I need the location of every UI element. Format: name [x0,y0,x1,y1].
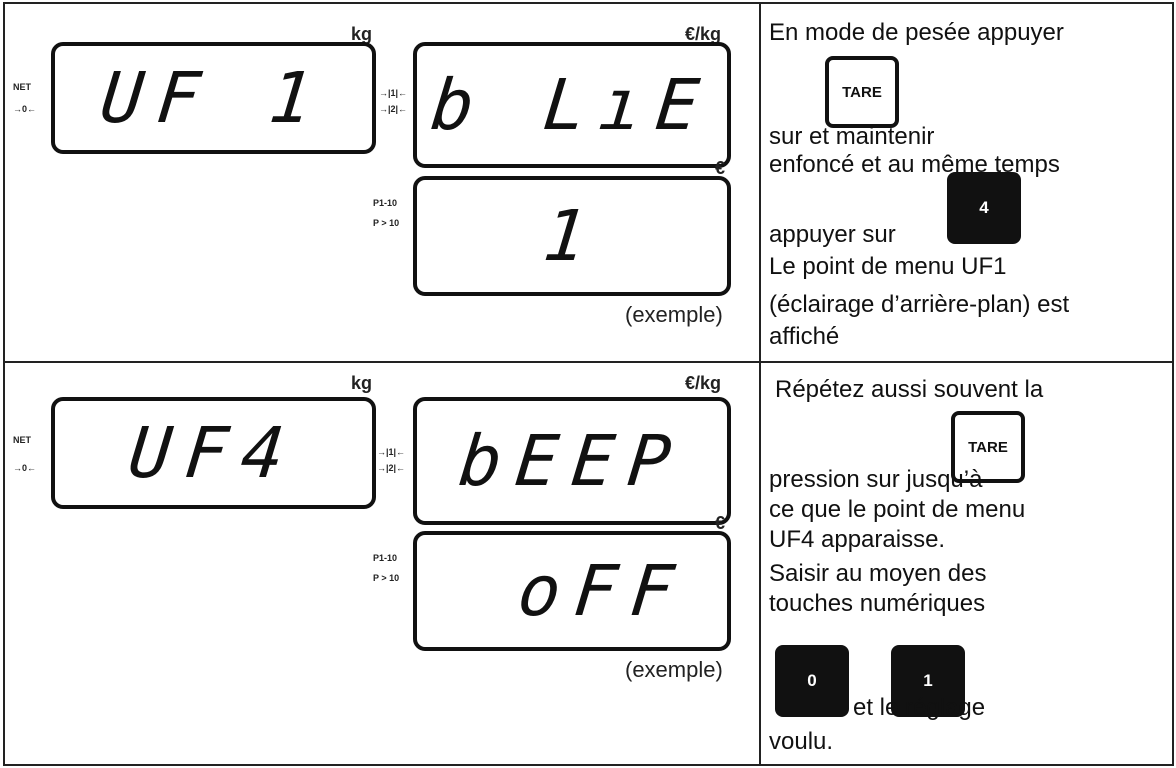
weight-value: UF4 [124,412,303,494]
price-value: bEEP [455,420,689,502]
price-value: b LıE [427,64,717,146]
instruction-line: appuyer sur [769,221,896,248]
instruction-line: ce que le point de menu [769,496,1026,523]
tare-key: TARE [825,56,899,128]
p10-label: P > 10 [373,218,400,228]
total-value: oFF [514,550,692,632]
instruction-line: voulu. [769,728,834,755]
zero-label: →0← [13,463,37,473]
p110-label: P1-10 [373,198,398,208]
instruction-cell: En mode de pesée appuyer TARE sur et mai… [761,4,1172,361]
p10-label: P > 10 [373,573,400,583]
interval1-label: →|1|← [379,88,408,98]
total-display: oFF [413,531,731,651]
total-display: 1 [413,176,731,296]
table-row: kg €/kg NET →0← UF4 →|1|← →|2|← bEEP € P… [5,363,1172,764]
weight-display: UF 1 [51,42,376,154]
price-display: b LıE [413,42,731,168]
instruction-line: Répétez aussi souvent la [775,376,1044,403]
instruction-line: (éclairage d’arrière-plan) est [769,291,1070,318]
unit-eur: € [715,158,726,178]
instruction-line: UF4 apparaisse. [769,526,946,553]
column-divider [759,363,761,764]
instruction-line: pression sur jusqu’à [769,466,983,493]
instruction-line: touches numériques [769,590,986,617]
instruction-table: kg €/kg NET →0← UF 1 →|1|← →|2|← b LıE €… [3,2,1174,766]
unit-eur-kg: €/kg [685,24,722,44]
column-divider [759,4,761,361]
unit-kg: kg [351,373,373,393]
net-label: NET [13,82,31,92]
display-cell: kg €/kg NET →0← UF4 →|1|← →|2|← bEEP € P… [5,363,759,764]
unit-kg: kg [351,24,373,44]
p110-label: P1-10 [373,553,398,563]
instruction-cell: Répétez aussi souvent la TARE pression s… [761,363,1172,764]
weight-value: UF 1 [96,57,331,139]
display-cell: kg €/kg NET →0← UF 1 →|1|← →|2|← b LıE €… [5,4,759,361]
instruction-line: affiché [769,323,840,350]
interval1-label: →|1|← [377,447,406,457]
instruction-line: Le point de menu UF1 [769,253,1007,280]
key-1: 1 [891,645,965,717]
table-row: kg €/kg NET →0← UF 1 →|1|← →|2|← b LıE €… [5,4,1172,363]
instruction-line: et le réglage [853,694,986,721]
key-4: 4 [947,172,1021,244]
example-caption: (exemple) [625,657,723,682]
total-value: 1 [539,195,605,277]
interval2-label: →|2|← [377,463,406,473]
zero-label: →0← [13,104,37,114]
unit-eur: € [715,513,726,533]
price-display: bEEP [413,397,731,525]
weight-display: UF4 [51,397,376,509]
instruction-line: Saisir au moyen des [769,560,987,587]
unit-eur-kg: €/kg [685,373,722,393]
interval2-label: →|2|← [379,104,408,114]
tare-key: TARE [951,411,1025,483]
net-label: NET [13,435,31,445]
key-0: 0 [775,645,849,717]
instruction-line: sur et maintenir [769,123,935,150]
example-caption: (exemple) [625,302,723,327]
instruction-line: En mode de pesée appuyer [769,19,1064,46]
